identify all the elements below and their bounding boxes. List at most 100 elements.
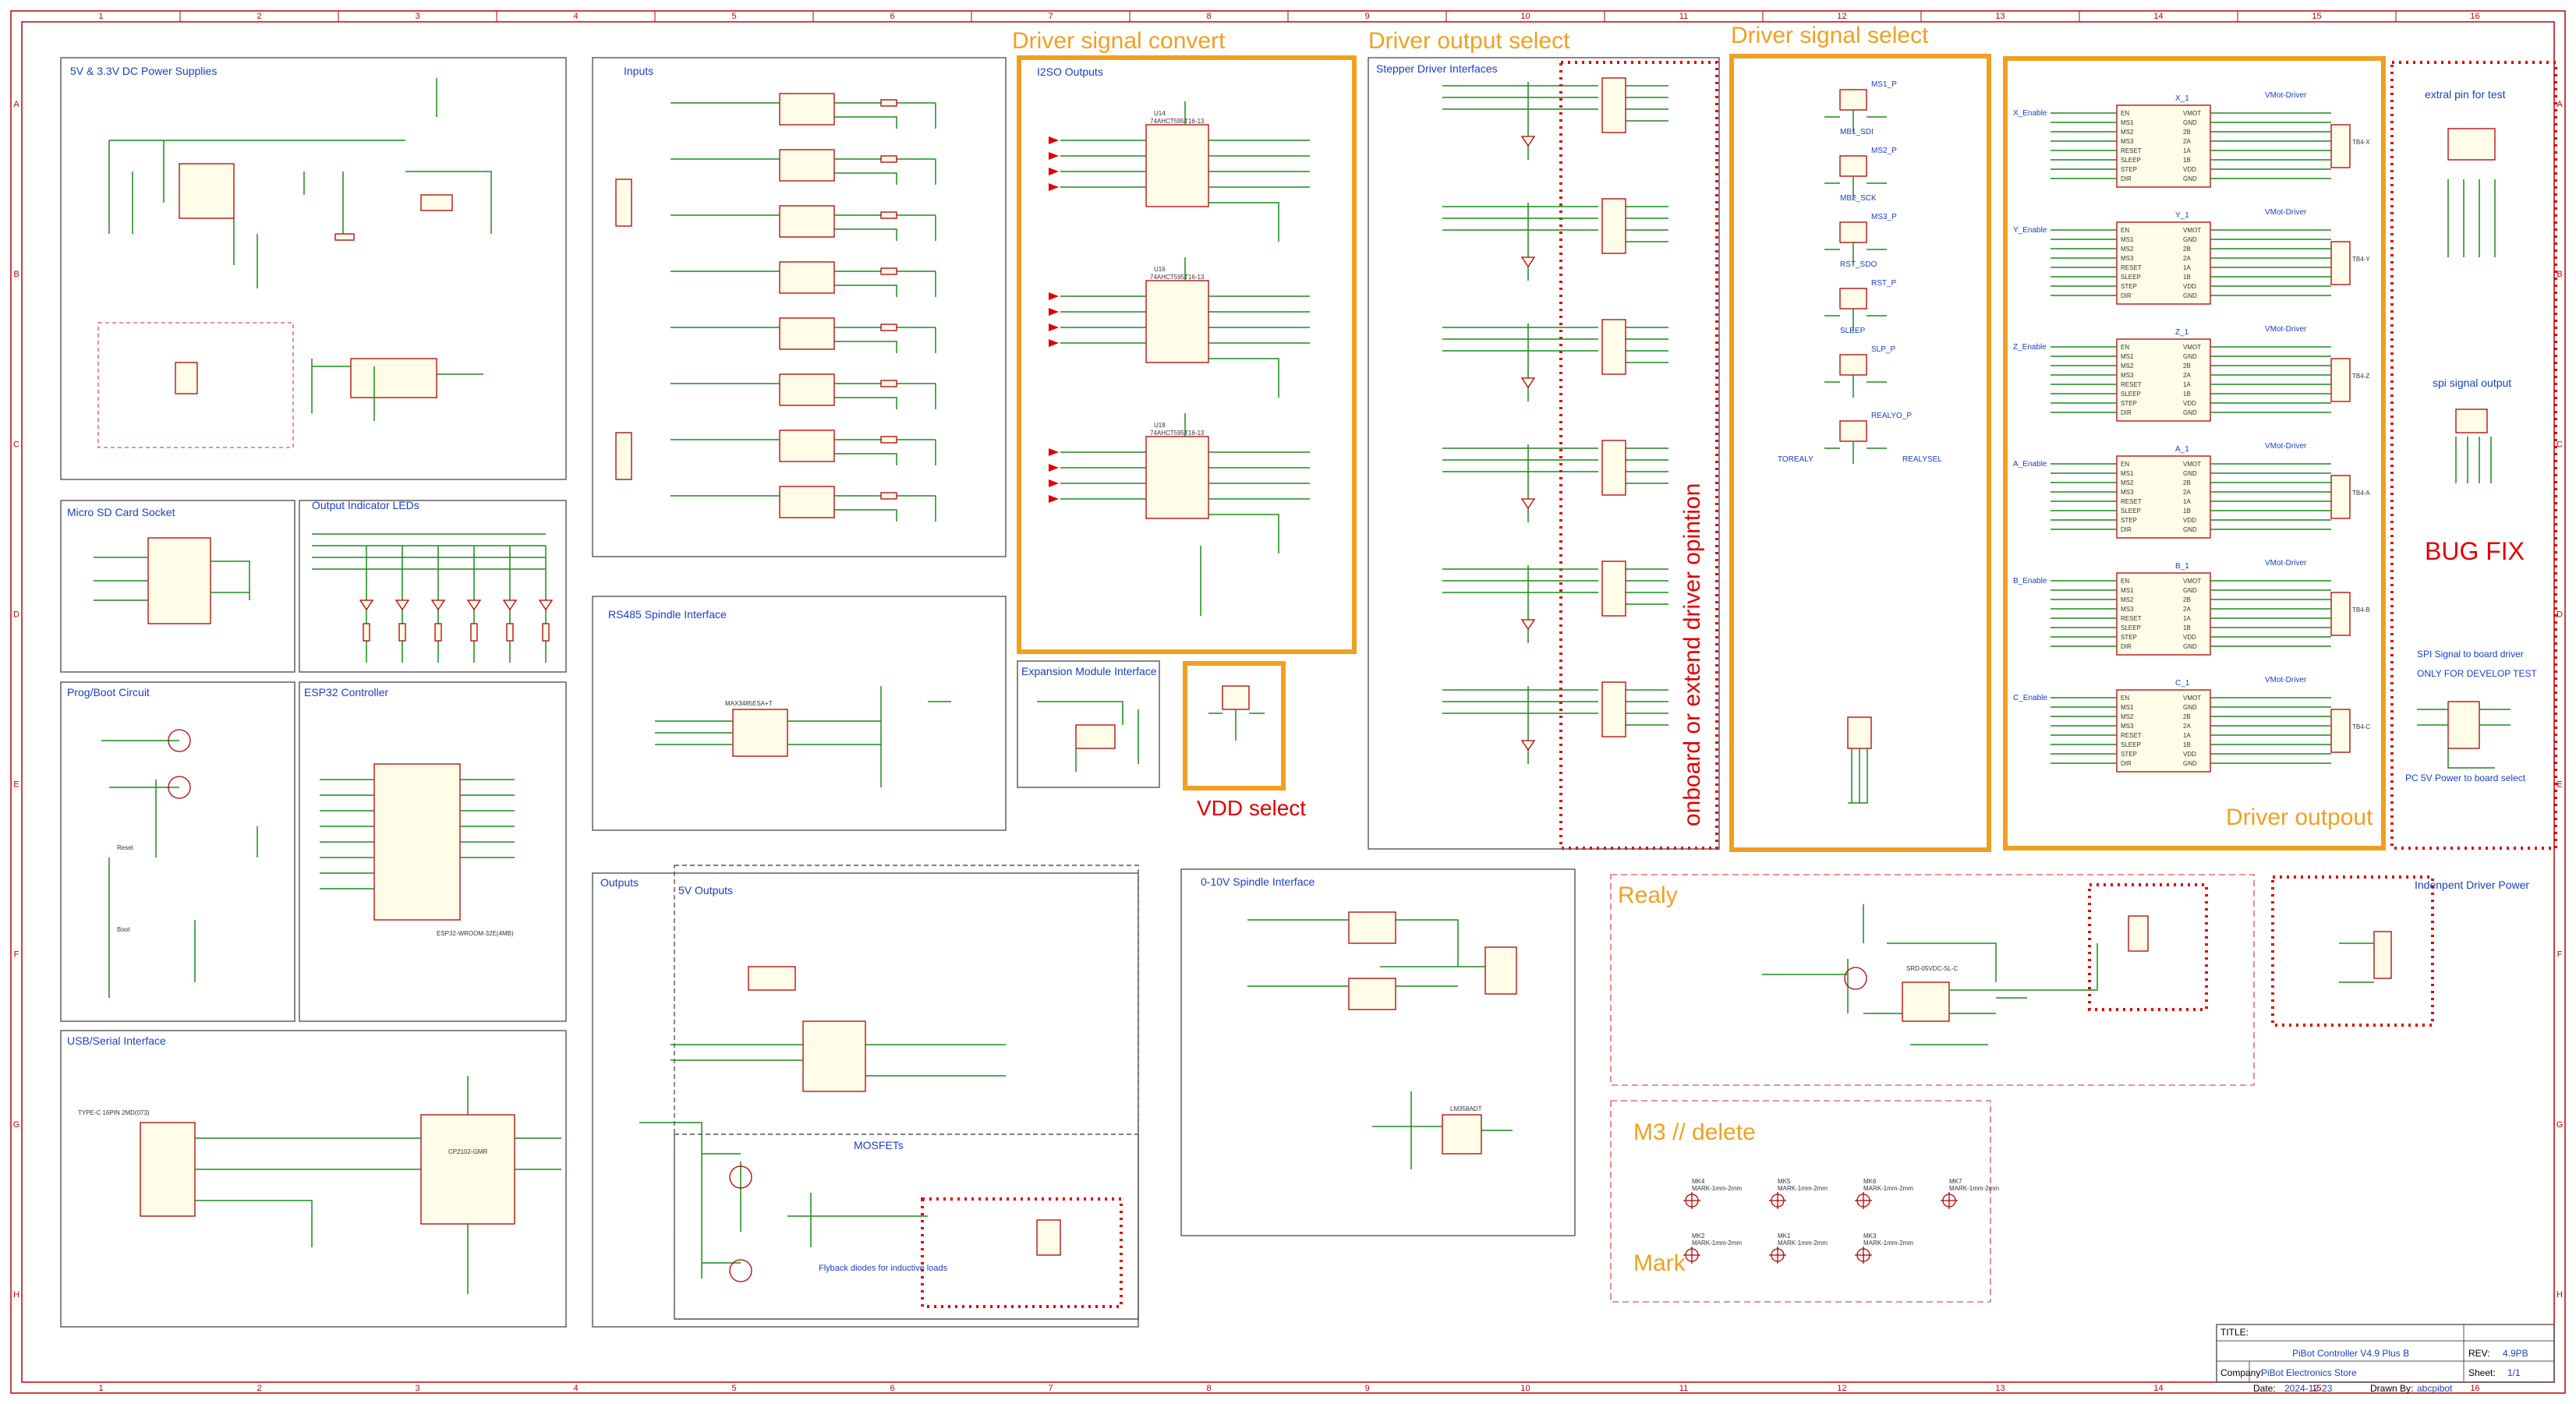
tb4-input-connector: [615, 179, 632, 227]
q5-transistor: [1844, 967, 1867, 990]
spi-header: [2455, 408, 2488, 433]
driver-pin-right: VMOT: [2183, 227, 2201, 234]
driver-pin-left: EN: [2121, 578, 2129, 585]
torealy-label: TOREALY: [1778, 455, 1813, 464]
grid-row-left: C: [13, 440, 19, 449]
ldo-wires: [311, 359, 483, 421]
driver-pin-right: 2A: [2183, 723, 2191, 730]
relay-part-label: SRD-05VDC-SL-C: [1906, 965, 1958, 972]
driver-terminal: [2330, 241, 2351, 285]
tb-date: 2024-12-23: [2284, 1383, 2333, 1394]
select-jumper-label: SLP_P: [1871, 345, 1895, 354]
driver-pin-left: SLEEP: [2121, 507, 2141, 515]
mosfet-box: [674, 1133, 1139, 1320]
i2so-input-arrow: [1049, 152, 1059, 160]
grid-row-left: G: [13, 1120, 20, 1130]
power-circuit: [108, 78, 492, 421]
driver-terminal-label: TB4-C: [2352, 723, 2370, 730]
driver-pin-right: 1A: [2183, 147, 2191, 154]
driver-pin-right: GND: [2183, 409, 2197, 416]
vmot-connector: [1036, 1219, 1061, 1256]
grid-row-left: B: [13, 270, 19, 279]
grid-col-top: 9: [1364, 12, 1369, 21]
grid-labels: 1122334455667788991010111112121313141415…: [13, 11, 2563, 1393]
pm2-connector: [1847, 716, 1872, 749]
select-wire: [1824, 441, 1887, 464]
tb-drawn-label: Drawn By:: [2370, 1383, 2413, 1394]
esp32-box: [299, 681, 567, 1022]
rs485-box: [592, 596, 1007, 831]
driver-pin-left: EN: [2121, 461, 2129, 468]
select-wire: [1824, 242, 1887, 265]
select-wire: [1824, 309, 1887, 331]
mark-desc: MARK-1mm-2mm: [1692, 1240, 1742, 1247]
grid-col-bottom: 3: [415, 1384, 419, 1393]
h3-header: [2447, 701, 2480, 749]
i2so-input-arrow: [1049, 292, 1059, 300]
mark-ref: MK6: [1863, 1178, 1877, 1185]
stepper-led: [1520, 498, 1536, 510]
driver-pin-left: MS1: [2121, 470, 2134, 477]
select-jumper-label: RST_P: [1871, 279, 1897, 288]
tb-rev-label: REV:: [2468, 1348, 2490, 1359]
pm2-wire: [1848, 748, 1868, 804]
convert-label: Driver signal convert: [1012, 28, 1226, 54]
driver-ref: Z_1: [2175, 328, 2189, 337]
grid-col-top: 8: [1206, 12, 1211, 21]
stepper-header: [1601, 440, 1626, 496]
driver-pin-left: MS3: [2121, 138, 2134, 145]
i2so-wire: [1060, 140, 1310, 242]
stepper-title: Stepper Driver Interfaces: [1376, 62, 1498, 75]
mark-cross: [1855, 1247, 1872, 1264]
grid-col-top: 14: [2153, 12, 2163, 21]
i2so-circuit: U1474AHCT595T16-13U1674AHCT595T16-13U187…: [1049, 101, 1310, 616]
driver-pin-left: MS2: [2121, 479, 2134, 486]
driver-pin-left: SLEEP: [2121, 624, 2141, 631]
led-indicator: [538, 599, 554, 611]
driver-pin-left: STEP: [2121, 400, 2137, 407]
driver-pin-right: GND: [2183, 760, 2197, 767]
driver-module: [2116, 572, 2211, 656]
grid-col-bottom: 16: [2470, 1384, 2479, 1393]
driver-pin-right: GND: [2183, 643, 2197, 650]
driver-terminal-label: TB4-Y: [2352, 256, 2370, 263]
i2so-wire: [1060, 295, 1310, 398]
grid-col-bottom: 8: [1206, 1384, 1211, 1393]
driver-terminal: [2330, 709, 2351, 753]
usb-chip-label: CP2102-GMR: [448, 1148, 487, 1155]
cn1-connector: [2128, 915, 2149, 952]
driver-pin-left: MS1: [2121, 587, 2134, 594]
input-optocoupler: [779, 317, 835, 350]
led-indicator: [359, 599, 374, 611]
select-jumper: [1839, 354, 1867, 376]
left-lower-circuits: ESP32-WROOM-32E(4MB) TYPE-C 16PIN 2MD(07…: [78, 533, 561, 1294]
led-row: [312, 533, 554, 663]
grid-col-top: 12: [1837, 12, 1846, 21]
driver-pin-left: STEP: [2121, 166, 2137, 173]
sd-socket: [147, 537, 211, 624]
i2so-shift-register: [1145, 436, 1209, 519]
input-optocoupler: [779, 486, 835, 518]
indep-title: Indenpent Driver Power: [2415, 879, 2529, 891]
outputs-wires: [639, 1044, 1006, 1278]
grid-col-bottom: 1: [98, 1384, 103, 1393]
input-resistor: [880, 267, 897, 275]
boot-label: Boot: [117, 926, 130, 933]
driver-ref: A_1: [2175, 445, 2189, 454]
bugfix-label: BUG FIX: [2425, 537, 2525, 565]
driver-pin-right: 1B: [2183, 624, 2191, 631]
i2so-input-arrow: [1049, 308, 1059, 316]
q4-transistor: [168, 776, 191, 799]
driver-module: [2116, 338, 2211, 422]
grid-col-bottom: 10: [1520, 1384, 1530, 1393]
highlight-labels: Driver signal convert Driver output sele…: [1012, 23, 2373, 1276]
grid-row-right: C: [2557, 440, 2563, 449]
driver-pin-left: SLEEP: [2121, 274, 2141, 281]
driver-pin-right: GND: [2183, 236, 2197, 243]
led-indicator: [502, 599, 518, 611]
mark-desc: MARK-1mm-2mm: [1692, 1185, 1742, 1192]
driver-pin-left: MS2: [2121, 362, 2134, 370]
usb-conn-label: TYPE-C 16PIN 2MD(073): [78, 1109, 150, 1116]
grid-col-top: 3: [415, 12, 419, 21]
